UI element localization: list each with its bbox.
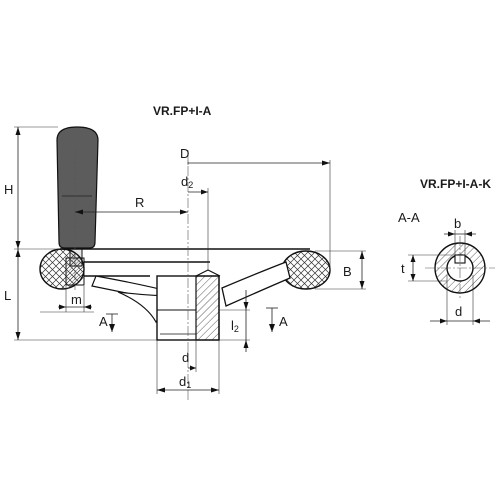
section-A-A-view: A-A b t d [398,210,495,325]
dim-D-label: D [180,146,189,161]
dim-d-section-label: d [455,304,462,319]
dim-l2-label: l2 [231,318,239,334]
section-arrow-A-left: A [99,314,108,329]
dim-t-label: t [401,261,405,276]
dim-b-label: b [454,216,461,231]
dim-H-label: H [4,182,13,197]
rim-section-right [281,250,331,290]
revolving-handle [56,126,99,267]
dim-d1-label: d1 [179,374,191,390]
section-A-A-label: A-A [398,210,420,225]
hub [156,269,221,341]
spoke-right [221,261,291,307]
dim-R-label: R [135,195,144,210]
section-view-title: VR.FP+I-A-K [420,177,491,191]
section-arrow-A-right: A [279,314,288,329]
handle-grip [56,126,99,249]
handwheel-side-view [39,126,331,400]
dim-d2-label: d2 [181,174,193,190]
dim-d-label: d [182,350,189,365]
main-view-title: VR.FP+I-A [153,104,212,118]
dim-B-label: B [343,264,352,279]
dim-L-label: L [4,288,11,303]
dim-m-label: m [71,292,82,307]
dimensions-main: H L D d2 R B m [4,126,366,394]
